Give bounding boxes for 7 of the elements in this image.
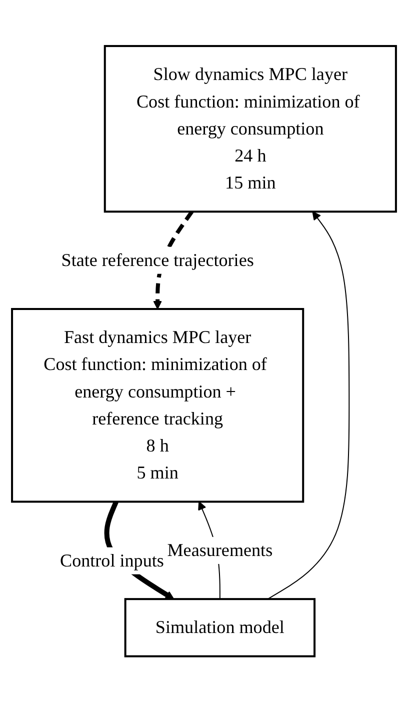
arrow xyxy=(268,211,350,600)
edge-label: Measurements xyxy=(167,540,273,560)
edge-label: Control inputs xyxy=(60,550,164,570)
node-box: Fast dynamics MPC layer Cost function: minimization of energy consumption + reference tracking 8 h 5 min xyxy=(11,308,304,503)
node-box: Simulation model xyxy=(124,598,316,658)
node-box: Slow dynamics MPC layer Cost function: minimization of energy consumption 24 h 15 min xyxy=(104,44,397,212)
edge-label: State reference trajectories xyxy=(61,250,254,270)
